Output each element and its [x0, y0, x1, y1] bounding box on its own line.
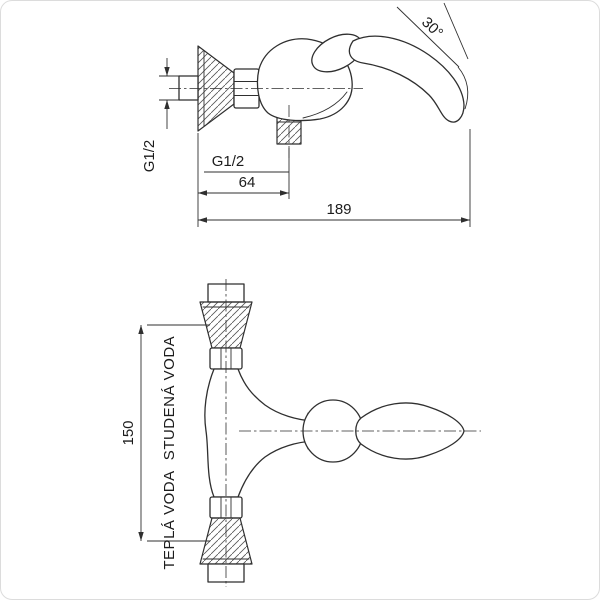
front-view: 150 STUDENÁ VODA TEPLÁ VODA [120, 279, 481, 587]
cold-water-label: STUDENÁ VODA [161, 336, 178, 460]
hot-water-label: TEPLÁ VODA [161, 470, 178, 569]
mixer-body-front [204, 368, 314, 498]
supply-stub [178, 75, 199, 101]
body-contour-line [302, 91, 348, 119]
supply-distance-label: 150 [120, 420, 137, 445]
handle-angle-label: 30° [418, 14, 446, 42]
outlet-offset-label: 64 [239, 174, 256, 191]
side-view-dimensions: 64 189 G1/2 G1/2 [141, 58, 471, 227]
front-view-dimensions: 150 [120, 324, 210, 542]
inlet-thread-label: G1/2 [141, 140, 158, 173]
overall-depth-label: 189 [326, 201, 351, 218]
outlet-thread-label: G1/2 [212, 153, 245, 170]
lever-handle [348, 35, 465, 123]
side-view: 30° 64 189 G1/2 [141, 2, 471, 227]
